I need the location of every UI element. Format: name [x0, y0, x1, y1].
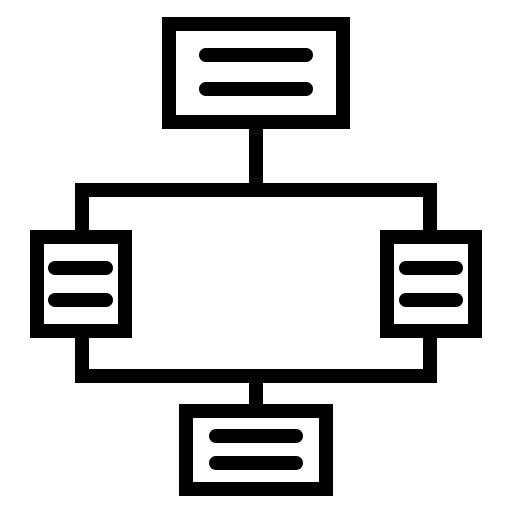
bottom-node-box: [179, 404, 333, 496]
left-node: [30, 230, 132, 338]
right-node-box: [380, 230, 482, 338]
bottom-node: [179, 404, 333, 496]
top-node: [162, 17, 350, 129]
top-node-box: [162, 17, 350, 129]
connector-lines: [75, 124, 437, 411]
loop-bottom-segment: [75, 331, 437, 383]
left-node-box: [30, 230, 132, 338]
loop-top-segment: [75, 183, 437, 237]
right-node: [380, 230, 482, 338]
